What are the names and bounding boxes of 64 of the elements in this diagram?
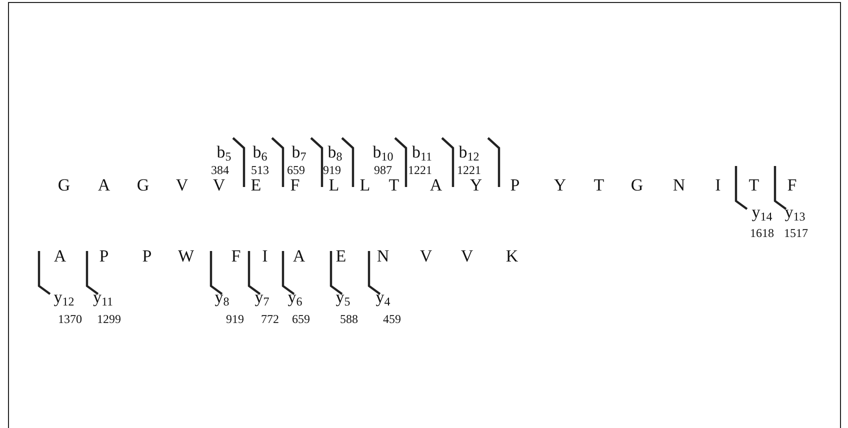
mass-value: 1221 — [457, 164, 481, 176]
mass-value: 772 — [261, 313, 279, 325]
mass-value: 384 — [211, 164, 229, 176]
ion-label: b$_{6}$ — [252, 144, 268, 162]
residue-letter: F — [787, 176, 797, 194]
ion-label: y$_{11}$ — [92, 288, 114, 308]
residue-letter: E — [336, 248, 346, 264]
ion-label: b$_{11}$ — [412, 144, 432, 162]
residue-letter: V — [420, 248, 432, 264]
mass-value: 459 — [383, 313, 401, 325]
residue-letter: L — [360, 176, 370, 194]
ion-label: y$_{6}$ — [288, 288, 302, 308]
ion-label: b$_{10}$ — [372, 144, 394, 162]
residue-letter: N — [376, 248, 390, 264]
residue-letter: Y — [554, 176, 566, 194]
mass-value: 987 — [374, 164, 392, 176]
residue-letter: T — [388, 176, 400, 194]
mass-value: 1299 — [97, 313, 121, 325]
residue-letter: A — [54, 248, 66, 264]
residue-letter: G — [58, 176, 70, 194]
residue-letter: G — [630, 176, 644, 194]
residue-letter: A — [292, 248, 306, 264]
residue-letter: P — [142, 248, 152, 264]
residue-letter: I — [715, 176, 721, 194]
residue-letter: N — [672, 176, 686, 194]
mass-value: 659 — [287, 164, 305, 176]
residue-letter: T — [748, 176, 760, 194]
residue-letter: P — [99, 248, 109, 264]
residue-letter: V — [176, 176, 188, 194]
residue-letter: W — [178, 248, 194, 264]
ion-label: b$_{7}$ — [292, 144, 306, 162]
mass-value: 1618 — [750, 227, 774, 239]
ion-label: b$_{8}$ — [328, 144, 342, 162]
ion-label: y$_{13}$ — [784, 204, 806, 222]
residue-letter: T — [594, 176, 604, 194]
ion-label: y$_{5}$ — [336, 288, 350, 308]
ion-label: b$_{12}$ — [458, 144, 480, 162]
mass-value: 919 — [323, 164, 341, 176]
ion-label: y$_{8}$ — [214, 288, 230, 308]
residue-letter: A — [430, 176, 442, 194]
mass-value: 1221 — [408, 164, 432, 176]
residue-letter: V — [212, 176, 226, 194]
residue-letter: L — [328, 176, 340, 194]
residue-letter: V — [460, 248, 474, 264]
residue-letter: P — [510, 176, 520, 194]
residue-letter: E — [250, 176, 262, 194]
ion-label: y$_{14}$ — [752, 204, 772, 222]
mass-value: 919 — [226, 313, 244, 325]
residue-letter: K — [506, 248, 518, 264]
residue-letter: I — [262, 248, 268, 264]
residue-letter: G — [136, 176, 150, 194]
residue-letter: Y — [470, 176, 482, 194]
residue-letter: A — [98, 176, 110, 194]
ion-label: y$_{12}$ — [54, 288, 74, 308]
residue-letter: F — [231, 248, 241, 264]
mass-value: 659 — [292, 313, 310, 325]
mass-value: 1370 — [58, 313, 82, 325]
ion-label: y$_{4}$ — [376, 288, 390, 308]
mass-value: 513 — [251, 164, 269, 176]
mass-value: 1517 — [784, 227, 808, 239]
residue-letter: F — [290, 176, 300, 194]
mass-value: 588 — [340, 313, 358, 325]
ion-label: b$_{5}$ — [216, 144, 232, 162]
ion-label: y$_{7}$ — [254, 288, 270, 308]
